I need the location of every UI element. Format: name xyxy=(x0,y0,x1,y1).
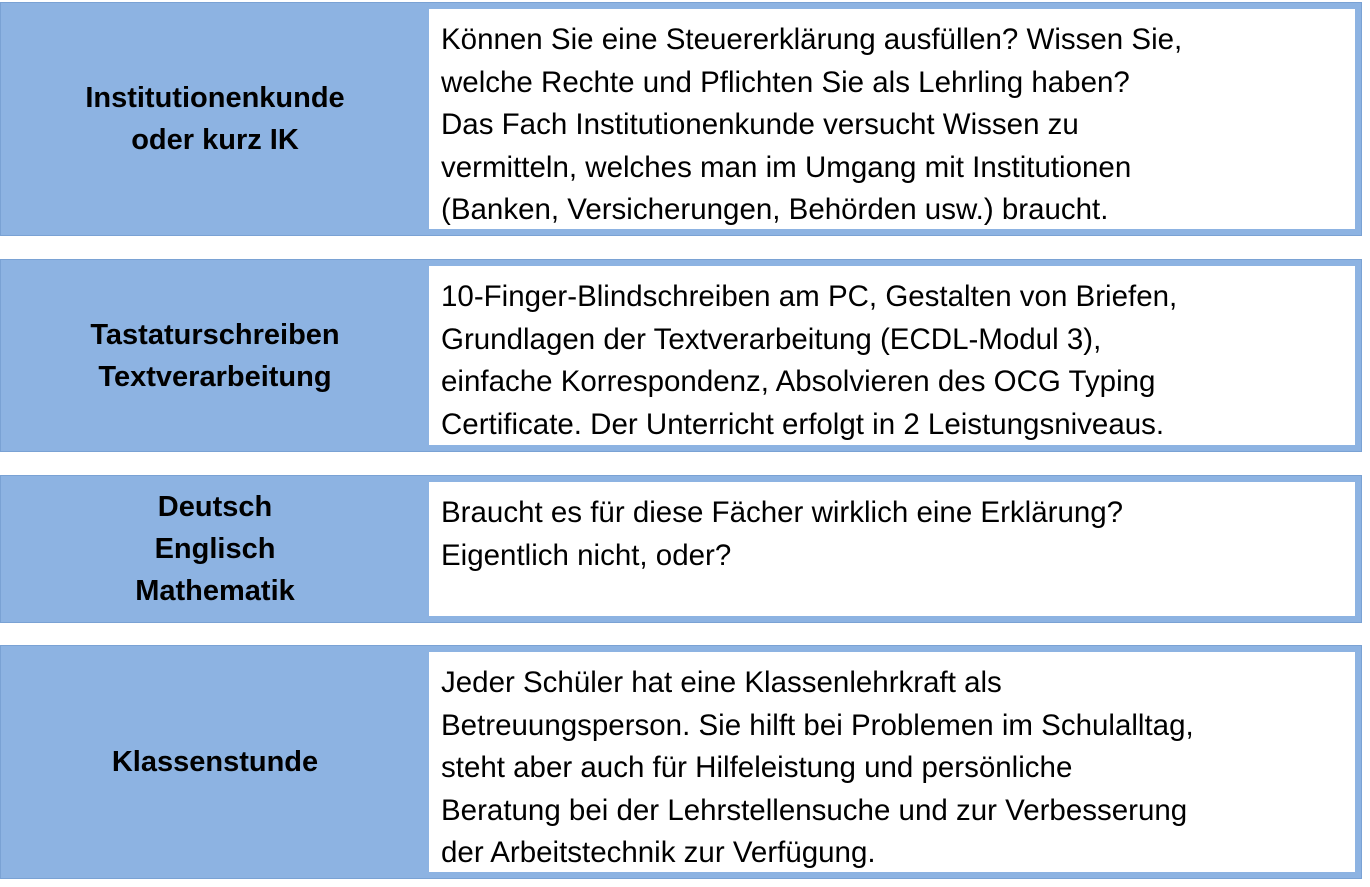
subject-title-line: Deutsch xyxy=(157,491,273,523)
subject-description: Braucht es für diese Fächer wirklich ein… xyxy=(429,482,1355,616)
description-line: steht aber auch für Hilfeleistung und pe… xyxy=(441,751,1073,784)
description-line: Grundlagen der Textverarbeitung (ECDL-Mo… xyxy=(441,322,1102,356)
description-line: der Arbeitstechnik zur Verfügung. xyxy=(441,836,876,869)
description-line: einfache Korrespondenz, Absolvieren des … xyxy=(441,365,1156,398)
description-line: Können Sie eine Steuererklärung ausfülle… xyxy=(441,23,1183,56)
subject-title-line: oder kurz IK xyxy=(131,124,299,156)
description-line: Braucht es für diese Fächer wirklich ein… xyxy=(441,496,1124,529)
subject-description: Können Sie eine Steuererklärung ausfülle… xyxy=(429,9,1355,229)
description-line: welche Rechte und Pflichten Sie als Lehr… xyxy=(441,65,1130,99)
description-line: 10-Finger-Blindschreiben am PC, Gestalte… xyxy=(441,280,1178,313)
subject-title: Klassenstunde xyxy=(1,646,429,878)
description-line: Eigentlich nicht, oder? xyxy=(441,538,732,572)
subject-row-tastaturschreiben: Tastaturschreiben Textverarbeitung 10-Fi… xyxy=(0,259,1362,452)
subject-title-line: Mathematik xyxy=(135,575,295,607)
subject-row-klassenstunde: Klassenstunde Jeder Schüler hat eine Kla… xyxy=(0,645,1362,879)
subject-description: Jeder Schüler hat eine Klassenlehrkraft … xyxy=(429,652,1355,872)
subject-row-institutionenkunde: Institutionenkunde oder kurz IK Können S… xyxy=(0,2,1362,236)
subject-row-deutsch-englisch-mathematik: Deutsch Englisch Mathematik Braucht es f… xyxy=(0,475,1362,623)
description-line: Beratung bei der Lehrstellensuche und zu… xyxy=(441,793,1188,827)
subject-title: Institutionenkunde oder kurz IK xyxy=(1,3,429,235)
subject-title-line: Englisch xyxy=(154,533,276,565)
description-line: Betreuungsperson. Sie hilft bei Probleme… xyxy=(441,708,1194,742)
description-line: Das Fach Institutionenkunde versucht Wis… xyxy=(441,108,1079,141)
subject-title-line: Textverarbeitung xyxy=(98,360,332,393)
description-line: Jeder Schüler hat eine Klassenlehrkraft … xyxy=(441,666,1002,699)
subject-title: Deutsch Englisch Mathematik xyxy=(1,476,429,622)
description-line: Certificate. Der Unterricht erfolgt in 2… xyxy=(441,407,1165,441)
subject-description: 10-Finger-Blindschreiben am PC, Gestalte… xyxy=(429,266,1355,445)
description-line: (Banken, Versicherungen, Behörden usw.) … xyxy=(441,193,1109,226)
subject-title: Tastaturschreiben Textverarbeitung xyxy=(1,260,429,451)
description-line: vermitteln, welches man im Umgang mit In… xyxy=(441,150,1132,184)
subject-title-line: Institutionenkunde xyxy=(85,82,345,114)
subject-title-line: Tastaturschreiben xyxy=(90,318,340,351)
subject-title-line: Klassenstunde xyxy=(111,746,319,778)
